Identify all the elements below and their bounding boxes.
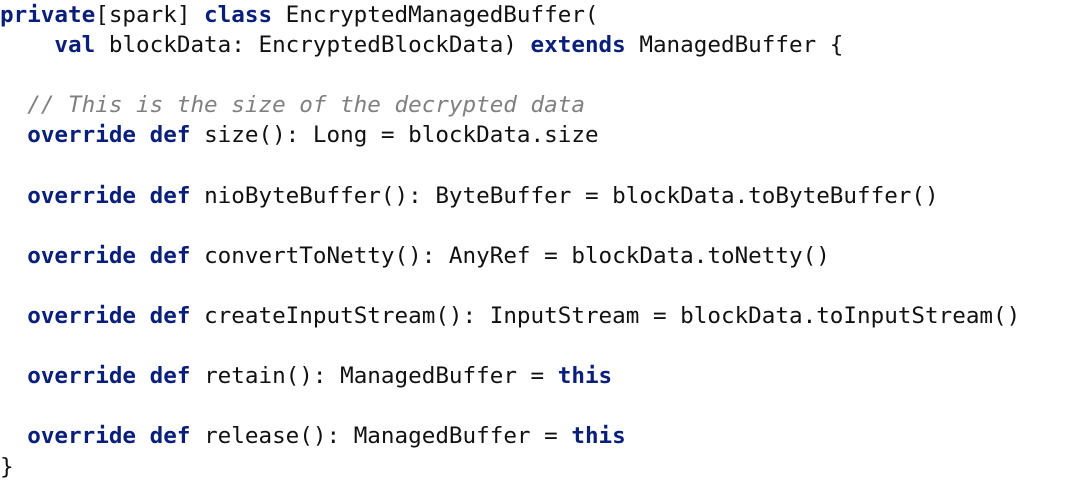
code-text xyxy=(136,363,150,389)
code-text: [spark] xyxy=(95,2,205,28)
code-text: ManagedBuffer { xyxy=(625,32,844,59)
code-line: // This is the size of the decrypted dat… xyxy=(0,90,585,120)
code-keyword: override xyxy=(27,423,137,450)
code-text xyxy=(0,92,27,118)
code-text xyxy=(0,122,27,148)
code-line: override def release(): ManagedBuffer = … xyxy=(0,421,626,451)
code-text: retain(): ManagedBuffer = xyxy=(190,363,558,390)
code-text: createInputStream(): InputStream = block… xyxy=(190,303,1021,329)
code-line: } xyxy=(0,452,14,482)
code-keyword: override xyxy=(27,122,137,149)
code-keyword: val xyxy=(54,32,96,59)
code-keyword: this xyxy=(571,423,626,450)
code-keyword: override xyxy=(27,363,137,390)
code-keyword: override xyxy=(27,303,137,329)
code-line: override def nioByteBuffer(): ByteBuffer… xyxy=(0,181,939,211)
code-text: convertToNetty(): AnyRef = blockData.toN… xyxy=(190,242,830,269)
code-line: private[spark] class EncryptedManagedBuf… xyxy=(0,0,599,30)
code-text xyxy=(0,183,27,209)
code-text xyxy=(0,363,27,389)
code-text: release(): ManagedBuffer = xyxy=(190,423,572,450)
code-text xyxy=(136,183,150,209)
code-line: override def convertToNetty(): AnyRef = … xyxy=(0,241,830,271)
code-keyword: override xyxy=(27,182,137,209)
code-line: override def createInputStream(): InputS… xyxy=(0,301,1020,331)
code-keyword: def xyxy=(149,303,191,329)
code-text: EncryptedManagedBuffer( xyxy=(272,2,599,28)
code-keyword: def xyxy=(149,363,191,390)
code-line: override def size(): Long = blockData.si… xyxy=(0,120,599,150)
code-line: override def retain(): ManagedBuffer = t… xyxy=(0,361,612,391)
code-keyword: extends xyxy=(530,32,626,59)
code-text: } xyxy=(0,453,14,480)
code-keyword: this xyxy=(557,363,613,390)
code-text: size(): Long = blockData.size xyxy=(190,122,599,149)
code-text xyxy=(0,423,27,449)
code-keyword: override xyxy=(27,242,137,269)
code-text xyxy=(136,423,150,449)
code-text xyxy=(136,303,150,329)
code-text xyxy=(136,122,150,148)
code-keyword: def xyxy=(149,423,191,450)
code-keyword: def xyxy=(149,122,191,149)
code-comment: // This is the size of the decrypted dat… xyxy=(27,92,585,119)
code-text xyxy=(0,303,27,329)
code-keyword: def xyxy=(149,242,191,269)
code-line: val blockData: EncryptedBlockData) exten… xyxy=(0,30,843,60)
code-text: blockData: EncryptedBlockData) xyxy=(95,32,531,59)
code-text xyxy=(136,243,150,269)
code-keyword: class xyxy=(204,2,273,28)
code-text xyxy=(0,243,27,269)
code-keyword: def xyxy=(149,182,191,209)
code-text: nioByteBuffer(): ByteBuffer = blockData.… xyxy=(190,182,939,209)
code-text xyxy=(0,32,54,58)
code-keyword: private xyxy=(0,2,96,28)
